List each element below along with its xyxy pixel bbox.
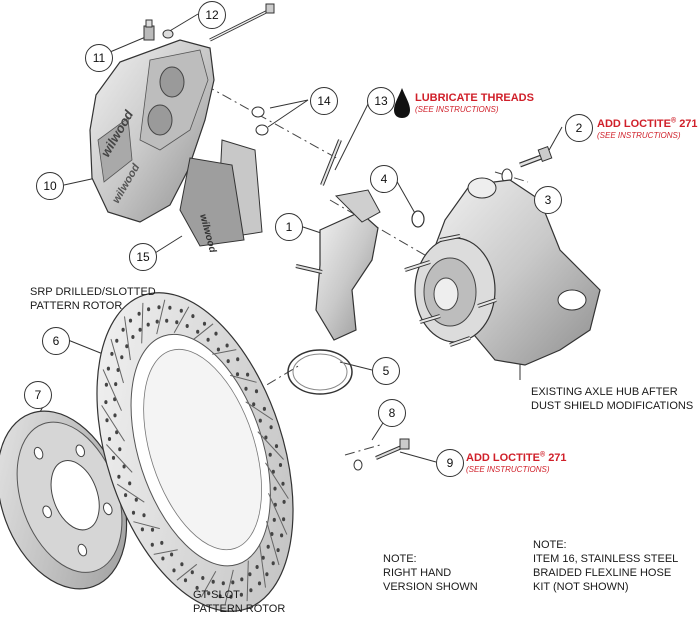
callout-12: 12 (198, 1, 226, 29)
rotor-disc (96, 292, 294, 612)
note-hose-kit-head: NOTE: (533, 539, 567, 551)
note-right-hand-head: NOTE: (383, 553, 417, 565)
note-hose-kit-line3: KIT (NOT SHOWN) (533, 581, 629, 593)
srp-rotor-label-line2: PATTERN ROTOR (30, 300, 123, 312)
caliper-shim-lower (255, 124, 269, 136)
note-hose-kit-line1: ITEM 16, STAINLESS STEEL (533, 553, 679, 565)
callout-9: 9 (436, 449, 464, 477)
callout-3: 3 (534, 186, 562, 214)
srp-rotor-label-line1: SRP DRILLED/SLOTTED (30, 286, 156, 298)
callout-7: 7 (24, 381, 52, 409)
loctite-note-item-9: (SEE INSTRUCTIONS) (466, 465, 550, 474)
callout-10: 10 (36, 172, 64, 200)
lubricate-threads-label: LUBRICATE THREADS (415, 92, 534, 104)
brake-pad-front: wilwood (179, 157, 245, 255)
callout-8: 8 (378, 399, 406, 427)
bleeder-washer (162, 29, 174, 39)
callout-15: 15 (129, 243, 157, 271)
note-hose-kit-line2: BRAIDED FLEXLINE HOSE (533, 567, 672, 579)
loctite-label-item-9: ADD LOCTITE® 271 (466, 451, 567, 464)
callout-14: 14 (310, 87, 338, 115)
loctite-label-item-2: ADD LOCTITE® 271 (597, 117, 698, 130)
lubricate-threads-note: (SEE INSTRUCTIONS) (415, 105, 499, 114)
caliper-body: wilwood wilwood (89, 39, 215, 223)
loctite-note-item-2: (SEE INSTRUCTIONS) (597, 131, 681, 140)
caliper-shim-upper (251, 106, 265, 118)
rotor-drill-holes (104, 305, 286, 599)
caliper-bracket (295, 189, 381, 341)
bracket-bolt (519, 146, 553, 168)
callout-4: 4 (370, 165, 398, 193)
gt-rotor-label-line2: PATTERN ROTOR (193, 603, 286, 615)
callout-11: 11 (85, 44, 113, 72)
hat-bolt (375, 438, 410, 460)
axle-hub-label-line2: DUST SHIELD MODIFICATIONS (531, 400, 694, 412)
mounting-bolt-long (320, 139, 342, 186)
gt-rotor-label-line1: GT SLOT (193, 589, 240, 601)
pad-retaining-bolt (209, 3, 275, 42)
bracket-spacer (411, 210, 425, 228)
callout-2: 2 (565, 114, 593, 142)
rotor-slots (101, 299, 289, 605)
bleeder-screw (143, 19, 155, 41)
callout-1: 1 (275, 213, 303, 241)
note-right-hand-line1: RIGHT HAND (383, 567, 452, 579)
axle-hub-knuckle (404, 177, 601, 366)
centering-ring (287, 349, 353, 395)
callout-6: 6 (42, 327, 70, 355)
callout-13: 13 (367, 87, 395, 115)
rotor-hat (0, 410, 128, 590)
callout-5: 5 (372, 357, 400, 385)
lubricant-drop-icon (394, 88, 410, 118)
hat-bolt-washer (353, 459, 363, 471)
axle-hub-label-line1: EXISTING AXLE HUB AFTER (531, 386, 678, 398)
note-right-hand-line2: VERSION SHOWN (383, 581, 478, 593)
